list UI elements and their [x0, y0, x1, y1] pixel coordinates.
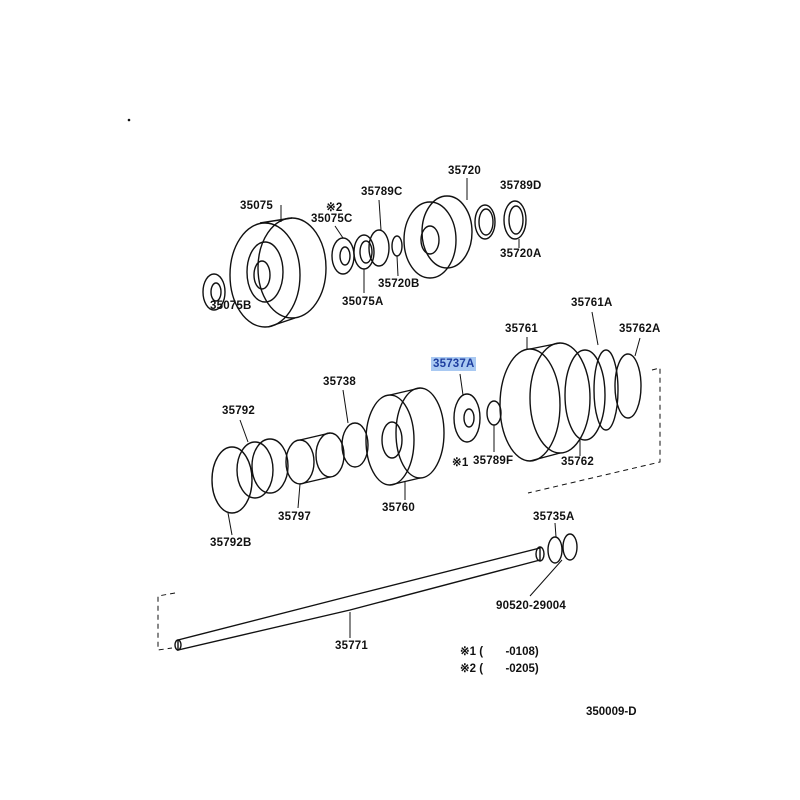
planetary-gear-35720	[403, 178, 473, 279]
sleeve-35797	[285, 432, 345, 509]
callout-35761a[interactable]: 35761A	[571, 297, 613, 309]
footnote-range: ( -0205)	[479, 663, 539, 675]
callout-35797[interactable]: 35797	[278, 511, 311, 523]
callout-35762[interactable]: 35762	[561, 456, 594, 468]
callout-35789d[interactable]: 35789D	[500, 180, 542, 192]
diagram-id: 350009-D	[586, 706, 637, 718]
ring-35738	[341, 389, 369, 468]
seal-rings-35735a	[529, 522, 578, 597]
callout-35075[interactable]: 35075	[240, 200, 273, 212]
callout-35771[interactable]: 35771	[335, 640, 368, 652]
footnote-mark: ※1	[460, 646, 477, 658]
washer-35075b	[202, 273, 226, 311]
callout-35762a[interactable]: 35762A	[619, 323, 661, 335]
race-35789f	[486, 400, 502, 452]
callout-mark-35075c: ※2	[326, 202, 343, 214]
washer-35075c	[331, 225, 355, 275]
gear-assembly-35760	[365, 387, 445, 500]
callout-35789c[interactable]: 35789C	[361, 186, 403, 198]
snap-ring-35761a	[591, 311, 619, 431]
callout-35738[interactable]: 35738	[323, 376, 356, 388]
callout-35789f[interactable]: 35789F	[473, 455, 514, 467]
callout-35075a[interactable]: 35075A	[342, 296, 384, 308]
callout-90520-29004[interactable]: 90520-29004	[496, 600, 566, 612]
bearing-35720a	[503, 200, 527, 248]
callout-35792[interactable]: 35792	[222, 405, 255, 417]
plate-35737a	[453, 373, 481, 443]
footnote-1: ※1 ( -0108)	[460, 644, 539, 658]
ring-35762	[564, 349, 606, 456]
race-35789d	[474, 204, 496, 240]
dashed-guide	[157, 592, 176, 651]
ring-35720b	[391, 235, 403, 277]
snap-ring-35792b	[211, 446, 253, 536]
bearing-35792	[236, 419, 289, 499]
callout-35075b[interactable]: 35075B	[210, 300, 252, 312]
callout-35792b[interactable]: 35792B	[210, 537, 252, 549]
drum-35075	[229, 205, 327, 328]
shaft-35771	[174, 546, 545, 651]
footnote-2: ※2 ( -0205)	[460, 661, 539, 675]
callout-35720a[interactable]: 35720A	[500, 248, 542, 260]
callout-35720b[interactable]: 35720B	[378, 278, 420, 290]
callout-35735a[interactable]: 35735A	[533, 511, 575, 523]
callout-35720[interactable]: 35720	[448, 165, 481, 177]
callout-35760[interactable]: 35760	[382, 502, 415, 514]
callout-35075c[interactable]: 35075C	[311, 213, 353, 225]
callout-mark-35789f: ※1	[452, 457, 469, 469]
dashed-guide	[527, 367, 661, 494]
callout-35761[interactable]: 35761	[505, 323, 538, 335]
footnote-range: ( -0108)	[479, 646, 539, 658]
bearing-35075a	[353, 234, 375, 293]
race-35789c	[368, 199, 390, 267]
clutch-drum-35761	[499, 337, 591, 462]
footnote-mark: ※2	[460, 663, 477, 675]
snap-ring-35762a	[614, 337, 642, 419]
callout-35737a-highlighted[interactable]: 35737A	[431, 357, 477, 371]
